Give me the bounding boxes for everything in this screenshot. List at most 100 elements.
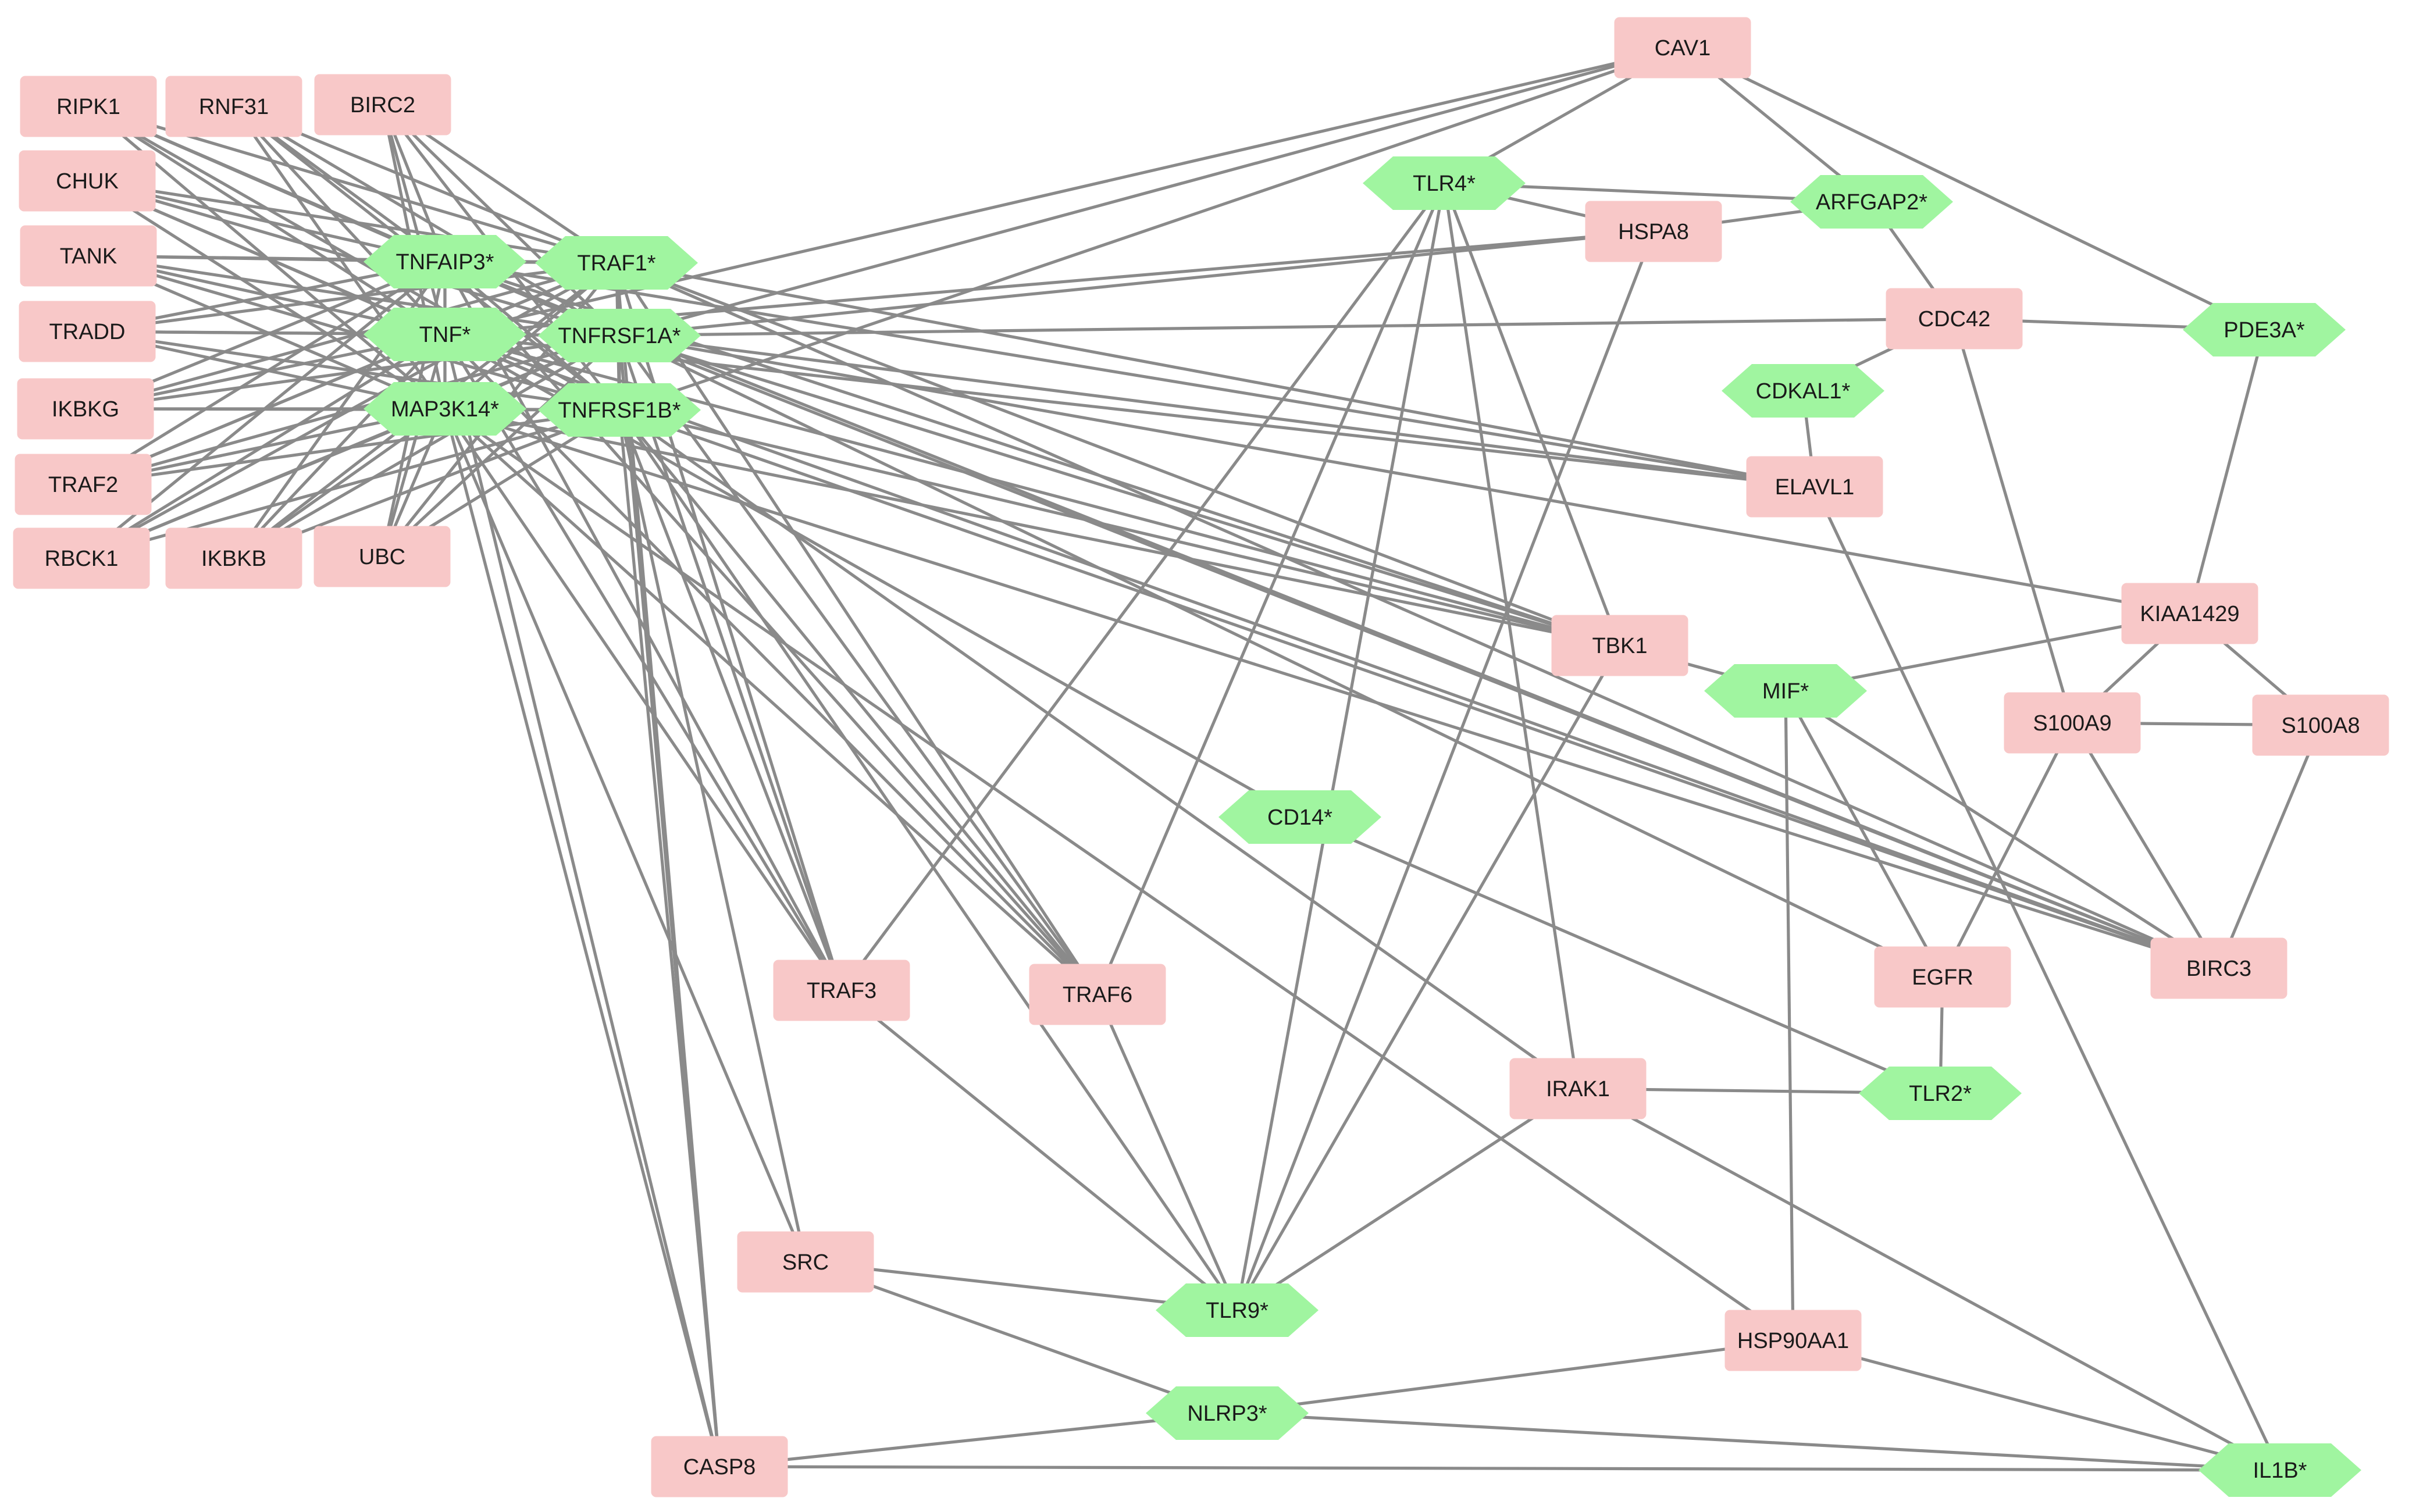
node-rbck1[interactable]: RBCK1 [13, 527, 150, 589]
edge-rbck1-tnf [80, 333, 446, 560]
node-label: UBC [359, 545, 405, 569]
node-nlrp3[interactable]: NLRP3* [1146, 1386, 1309, 1440]
edge-tbk1-tlr9 [1235, 644, 1622, 1311]
edge-s100a8-birc3 [2217, 724, 2322, 969]
gene-node-box [1029, 964, 1166, 1025]
edge-tnfrsf1b-cav1 [619, 46, 1683, 412]
node-tnfrsf1b[interactable]: TNFRSF1B* [538, 383, 701, 437]
edge-hsp90aa1-il1b [1793, 1339, 2281, 1472]
node-ripk1[interactable]: RIPK1 [20, 76, 157, 137]
node-src[interactable]: SRC [737, 1231, 874, 1293]
node-arfgap2[interactable]: ARFGAP2* [1790, 175, 1953, 229]
edge-tlr4-tlr9 [1235, 183, 1446, 1311]
gene-node-box [1585, 201, 1722, 262]
node-label: HSP90AA1 [1737, 1329, 1849, 1353]
node-tnf[interactable]: TNF* [364, 308, 526, 361]
gene-node-box [2252, 694, 2389, 756]
edge-nlrp3-casp8 [719, 1411, 1228, 1468]
node-il1b[interactable]: IL1B* [2198, 1443, 2361, 1497]
edge-tnf-traf6 [444, 333, 1099, 996]
node-s100a9[interactable]: S100A9 [2004, 692, 2141, 754]
node-label: IKBKB [201, 547, 266, 571]
node-label: CAV1 [1655, 36, 1711, 60]
node-pde3a[interactable]: PDE3A* [2183, 303, 2346, 356]
node-egfr[interactable]: EGFR [1874, 946, 2011, 1008]
node-label: BIRC3 [2186, 957, 2251, 981]
node-rnf31[interactable]: RNF31 [165, 76, 302, 137]
edge-ubc-tnf [380, 334, 447, 557]
node-elavl1[interactable]: ELAVL1 [1746, 456, 1883, 518]
edge-map3k14-hsp90aa1 [444, 407, 1794, 1342]
edge-tnfrsf1a-egfr [618, 334, 1944, 979]
node-label: TNF* [419, 323, 471, 347]
edge-birc2-tnf [381, 104, 447, 335]
node-label: ELAVL1 [1775, 475, 1855, 500]
node-label: SRC [782, 1250, 829, 1275]
edge-ikbkg-traf1 [85, 261, 617, 411]
node-label: RNF31 [199, 95, 269, 119]
starred-node-hexagon [1146, 1386, 1309, 1440]
node-ikbkg[interactable]: IKBKG [17, 378, 154, 440]
starred-node-hexagon [364, 235, 526, 288]
edge-traf3-tlr9 [840, 989, 1238, 1312]
edge-ikbkb-tnf [233, 333, 446, 559]
edge-tnfrsf1b-traf6 [618, 409, 1099, 996]
edge-s100a9-egfr [1941, 722, 2074, 978]
gene-node-box [20, 76, 157, 137]
starred-node-hexagon [538, 383, 701, 437]
node-label: PDE3A* [2224, 318, 2305, 343]
node-tlr9[interactable]: TLR9* [1156, 1283, 1319, 1337]
node-cdkal1[interactable]: CDKAL1* [1722, 364, 1884, 418]
node-tlr4[interactable]: TLR4* [1363, 156, 1526, 210]
node-casp8[interactable]: CASP8 [651, 1436, 788, 1497]
gene-node-box [1874, 946, 2011, 1008]
node-tbk1[interactable]: TBK1 [1551, 615, 1688, 676]
starred-node-hexagon [535, 236, 698, 290]
node-traf1[interactable]: TRAF1* [535, 236, 698, 290]
node-tradd[interactable]: TRADD [19, 301, 156, 362]
edge-tnfrsf1b-traf3 [618, 409, 843, 991]
edge-tnf-tbk1 [444, 333, 1620, 647]
node-birc2[interactable]: BIRC2 [314, 74, 451, 135]
node-map3k14[interactable]: MAP3K14* [364, 382, 526, 436]
node-tlr2[interactable]: TLR2* [1859, 1067, 2022, 1120]
node-hspa8[interactable]: HSPA8 [1585, 201, 1722, 262]
node-tnfaip3[interactable]: TNFAIP3* [364, 235, 526, 288]
starred-node-hexagon [1859, 1067, 2022, 1120]
starred-node-hexagon [1363, 156, 1526, 210]
node-chuk[interactable]: CHUK [19, 150, 156, 212]
node-label: HSPA8 [1618, 220, 1689, 244]
edge-cdc42-s100a9 [1952, 318, 2074, 723]
node-label: MIF* [1762, 679, 1809, 704]
node-tank[interactable]: TANK [20, 225, 157, 287]
node-label: ARFGAP2* [1816, 190, 1927, 215]
node-ikbkb[interactable]: IKBKB [165, 527, 302, 589]
node-label: TRADD [49, 320, 126, 344]
edge-rbck1-traf1 [80, 261, 618, 560]
node-label: BIRC2 [350, 93, 415, 117]
node-label: TANK [60, 244, 117, 269]
node-traf6[interactable]: TRAF6 [1029, 964, 1166, 1025]
node-s100a8[interactable]: S100A8 [2252, 694, 2389, 756]
node-irak1[interactable]: IRAK1 [1509, 1058, 1647, 1119]
node-ubc[interactable]: UBC [313, 526, 451, 587]
edge-tlr4-irak1 [1442, 183, 1580, 1089]
node-tnfrsf1a[interactable]: TNFRSF1A* [538, 309, 701, 362]
node-label: CHUK [56, 169, 119, 194]
node-hsp90aa1[interactable]: HSP90AA1 [1724, 1310, 1862, 1371]
node-cdc42[interactable]: CDC42 [1886, 288, 2023, 350]
node-label: CASP8 [683, 1455, 756, 1479]
node-kiaa1429[interactable]: KIAA1429 [2121, 583, 2258, 644]
edge-tnfrsf1b-casp8 [618, 409, 721, 1467]
node-traf3[interactable]: TRAF3 [773, 960, 910, 1021]
node-label: IKBKG [52, 397, 119, 422]
edge-tnfrsf1b-tlr9 [618, 409, 1239, 1311]
node-mif[interactable]: MIF* [1704, 664, 1867, 718]
node-cd14[interactable]: CD14* [1218, 790, 1381, 844]
gene-node-box [1746, 456, 1883, 518]
edge-map3k14-casp8 [443, 408, 721, 1467]
node-traf2[interactable]: TRAF2 [15, 454, 152, 515]
node-birc3[interactable]: BIRC3 [2150, 937, 2287, 999]
node-cav1[interactable]: CAV1 [1614, 17, 1751, 79]
